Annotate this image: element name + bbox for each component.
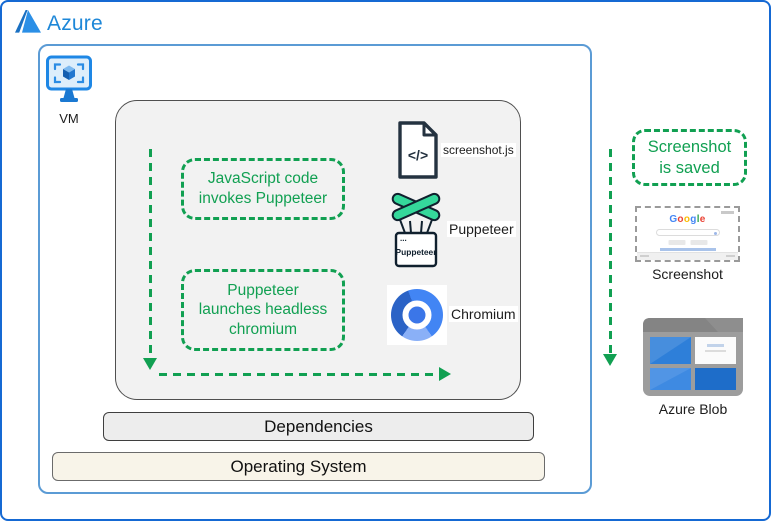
vm-node: VM xyxy=(44,55,94,126)
puppeteer-box-dots: ... xyxy=(400,234,407,243)
flow-line-vertical xyxy=(149,149,152,359)
google-logo: Google xyxy=(669,214,706,225)
output-line-vertical xyxy=(609,149,612,355)
azure-blob-caption: Azure Blob xyxy=(658,401,728,417)
flow-step-1-line-2: invokes Puppeteer xyxy=(198,190,328,207)
chromium-icon xyxy=(387,285,447,345)
google-search-bar xyxy=(655,229,720,236)
dependencies-bar: Dependencies xyxy=(103,412,534,441)
operating-system-label: Operating System xyxy=(230,456,367,476)
output-arrowhead-down-icon xyxy=(603,354,617,366)
chromium-label: Chromium xyxy=(449,306,518,322)
google-buttons xyxy=(668,240,707,245)
operating-system-bar: Operating System xyxy=(52,452,545,481)
google-footer-bar xyxy=(637,252,738,260)
code-glyph: </> xyxy=(408,147,428,163)
google-link-line xyxy=(659,248,716,251)
code-file-label: screenshot.js xyxy=(441,143,516,157)
code-file-icon: </> xyxy=(396,121,440,184)
azure-brand: Azure xyxy=(15,10,103,38)
flow-step-2-line-2: launches headless xyxy=(198,301,328,319)
screenshot-caption: Screenshot xyxy=(652,266,723,282)
screenshot-thumbnail: Google xyxy=(635,206,740,262)
thumb-corner-links xyxy=(721,211,734,214)
flow-step-1: JavaScript code invokes Puppeteer xyxy=(181,158,345,220)
flow-step-2-line-1: Puppeteer xyxy=(227,281,299,299)
azure-blob-icon xyxy=(643,318,743,401)
vm-label: VM xyxy=(59,111,79,126)
dependencies-label: Dependencies xyxy=(264,416,373,436)
puppeteer-label: Puppeteer xyxy=(447,221,516,237)
saved-note-line-2: is saved xyxy=(659,158,720,177)
azure-brand-text: Azure xyxy=(47,12,103,35)
puppeteer-icon: ... Puppeteer xyxy=(388,191,444,274)
vm-icon xyxy=(45,55,93,109)
flow-step-2: Puppeteer launches headless chromium xyxy=(181,269,345,351)
saved-note-line-1: Screenshot xyxy=(647,137,732,156)
azure-logo-icon xyxy=(15,10,41,38)
flow-arrowhead-right-icon xyxy=(439,367,451,381)
flow-line-horizontal xyxy=(159,373,439,376)
puppeteer-box-text: Puppeteer xyxy=(396,247,438,257)
flow-step-2-line-3: chromium xyxy=(228,320,298,338)
flow-arrowhead-down-icon xyxy=(143,358,157,370)
flow-step-1-line-1: JavaScript code xyxy=(207,170,319,188)
screenshot-saved-note: Screenshot is saved xyxy=(632,129,747,186)
